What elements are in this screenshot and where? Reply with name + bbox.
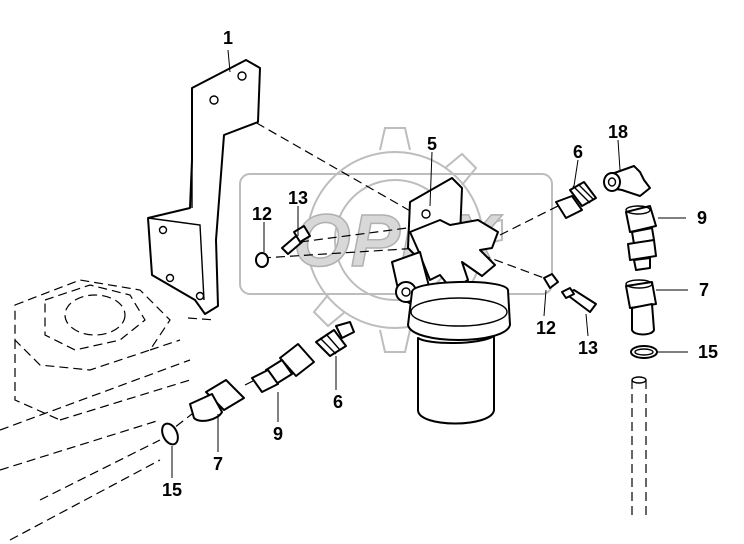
union-part-9-right: [625, 205, 657, 271]
callout-13-right: 13: [578, 338, 598, 358]
fitting-part-7-right: [625, 279, 657, 336]
callout-7-right: 7: [699, 280, 709, 300]
callout-7-lower: 7: [213, 454, 223, 474]
clamp-part-15-right: [630, 345, 658, 359]
bolt-part-13-right: [561, 287, 597, 313]
nipple-part-6-upper: [555, 181, 597, 219]
callout-6-upper: 6: [573, 142, 583, 162]
bracket-part-1: [147, 59, 261, 315]
callout-18: 18: [608, 122, 628, 142]
callout-1: 1: [223, 28, 233, 48]
washer-part-12-left: [255, 252, 269, 268]
callout-13-left: 13: [288, 188, 308, 208]
callout-15-lower: 15: [162, 480, 182, 500]
fitting-part-7-lower: [189, 379, 245, 422]
filter-bowl: [407, 280, 511, 425]
callout-9-right: 9: [697, 208, 707, 228]
union-part-9-lower: [251, 343, 315, 393]
callout-15-right: 15: [698, 342, 718, 362]
engine-fragment: [0, 279, 216, 541]
leader-lines: [171, 49, 688, 478]
hose-pipe: [631, 376, 647, 515]
callout-9-lower: 9: [273, 424, 283, 444]
clamp-part-15-lower: [161, 422, 179, 446]
callout-6-lower: 6: [333, 392, 343, 412]
callout-5: 5: [427, 134, 437, 154]
callout-labels: 1 5 6 18 13 12 9 7 12 13 15 6 9 7 15: [162, 28, 718, 500]
washer-part-12-right: [543, 273, 559, 289]
nipple-part-6-lower: [315, 321, 355, 357]
callout-12-left: 12: [252, 204, 272, 224]
callout-12-right: 12: [536, 318, 556, 338]
elbow-part-18: [603, 165, 651, 197]
